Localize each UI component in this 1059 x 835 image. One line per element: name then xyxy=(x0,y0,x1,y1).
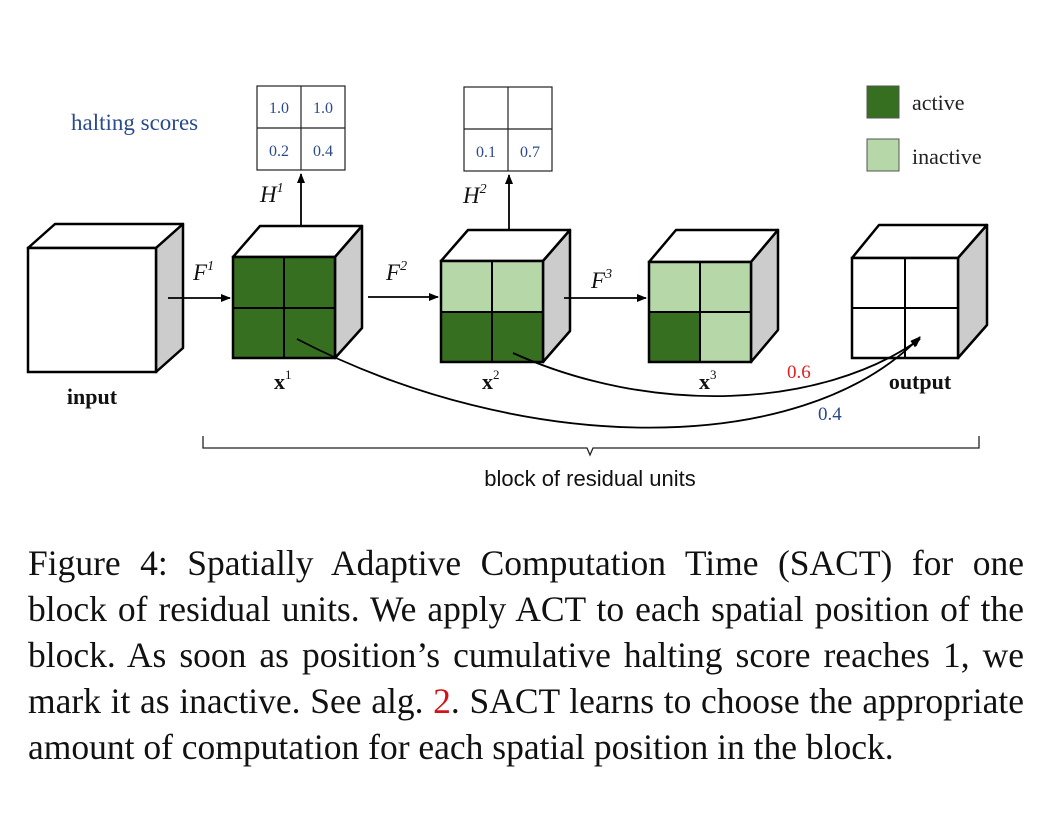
cell xyxy=(649,312,700,362)
cell xyxy=(492,261,543,312)
x2-label: x2 xyxy=(482,367,500,394)
legend-active-label: active xyxy=(912,90,965,115)
figure-caption: Figure 4: Spatially Adaptive Computation… xyxy=(28,540,1024,770)
x1-label: x1 xyxy=(274,367,292,394)
weight-label-red: 0.6 xyxy=(787,362,811,383)
sact-diagram: active inactive halting scores 1.0 1.0 0… xyxy=(26,85,989,491)
halting-grid-2: 0.1 0.7 xyxy=(463,86,553,172)
cell xyxy=(700,312,751,362)
cell xyxy=(233,257,284,308)
input-cube xyxy=(26,222,185,374)
halting-score-cell: 1.0 xyxy=(269,100,289,117)
legend-inactive-label: inactive xyxy=(912,144,982,169)
f1-label: F1 xyxy=(192,259,214,285)
legend-active-swatch xyxy=(866,85,900,119)
output-cube xyxy=(850,223,989,360)
legend: active inactive xyxy=(866,85,982,172)
halting-score-cell: 0.7 xyxy=(520,144,540,161)
caption-text: Figure 4: Spatially Adaptive Computation… xyxy=(28,543,1024,721)
f3-label: F3 xyxy=(590,267,612,293)
f2-label: F2 xyxy=(385,259,407,285)
cell xyxy=(492,312,543,362)
brace-label: block of residual units xyxy=(484,466,696,491)
brace xyxy=(202,436,980,457)
algorithm-reference-link[interactable]: 2 xyxy=(433,681,451,721)
cell xyxy=(233,308,284,358)
cell xyxy=(700,262,751,312)
x3-label: x3 xyxy=(699,367,717,394)
caption-text: . SACT learns to choose the appropriate … xyxy=(28,681,1024,767)
cell xyxy=(284,308,335,358)
legend-inactive-swatch xyxy=(866,138,900,172)
x3-cube xyxy=(647,228,780,364)
cell xyxy=(649,262,700,312)
curve-arrow-x1-to-output xyxy=(296,336,921,429)
cell xyxy=(441,312,492,362)
output-label: output xyxy=(889,369,952,394)
input-label: input xyxy=(67,384,118,409)
h2-label: H2 xyxy=(462,182,487,208)
halting-scores-label: halting scores xyxy=(71,110,198,135)
h1-label: H1 xyxy=(259,181,284,207)
x2-cube xyxy=(439,228,572,364)
curve-arrow-x2-to-output xyxy=(512,338,921,398)
halting-score-cell: 1.0 xyxy=(313,100,333,117)
weight-label-blue: 0.4 xyxy=(818,404,842,425)
halting-score-cell: 0.2 xyxy=(269,143,289,160)
halting-score-cell: 0.4 xyxy=(313,143,333,160)
halting-score-cell: 0.1 xyxy=(476,144,496,161)
halting-grid-1: 1.0 1.0 0.2 0.4 xyxy=(256,85,346,171)
x1-cube xyxy=(231,224,364,360)
cell xyxy=(441,261,492,312)
cell xyxy=(284,257,335,308)
